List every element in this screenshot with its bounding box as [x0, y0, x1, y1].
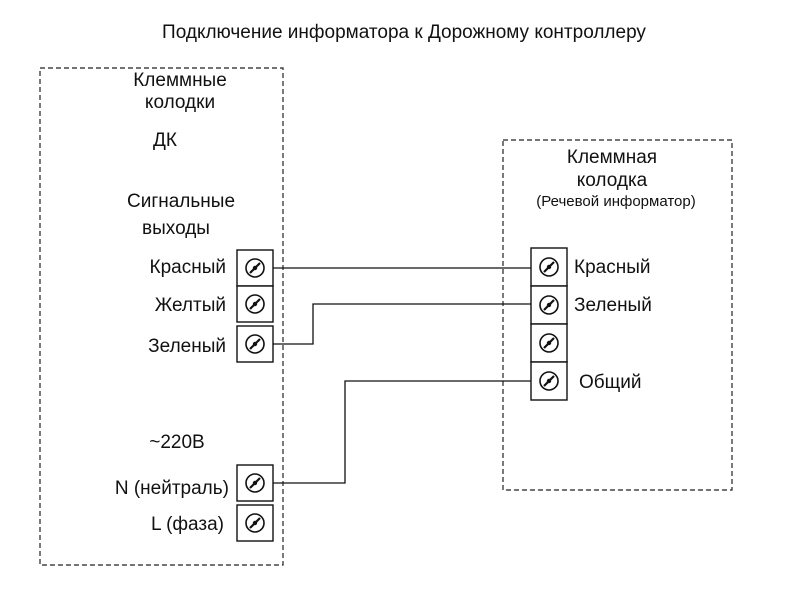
controller-terminal-label-red: Красный	[150, 257, 226, 278]
controller-heading-line3: ДК	[153, 130, 177, 151]
informer-terminal-red	[530, 247, 568, 287]
controller-heading-line2: колодки	[145, 92, 215, 113]
controller-terminal-label-yellow: Желтый	[155, 295, 226, 316]
controller-terminal-yellow	[236, 285, 274, 323]
controller-terminal-green	[236, 325, 274, 363]
informer-terminal-green	[530, 285, 568, 325]
power-terminal-label-neutral: N (нейтраль)	[115, 478, 229, 499]
informer-heading-line1: Клеммная	[567, 147, 657, 168]
informer-terminal-box	[502, 139, 733, 491]
power-terminal-neutral	[236, 464, 274, 502]
power-terminal-phase	[236, 504, 274, 542]
wire-green	[273, 303, 531, 345]
informer-heading-line3: (Речевой информатор)	[536, 193, 695, 210]
informer-terminal-spare	[530, 323, 568, 363]
informer-terminal-common	[530, 361, 568, 401]
controller-terminal-label-green: Зеленый	[148, 336, 226, 357]
controller-terminal-box	[39, 67, 284, 566]
informer-terminal-label-red: Красный	[574, 257, 650, 278]
signal-outputs-line1: Сигнальные	[127, 191, 235, 212]
informer-terminal-label-green: Зеленый	[574, 295, 652, 316]
informer-heading-line2: колодка	[577, 170, 648, 191]
power-label: ~220В	[149, 432, 204, 453]
controller-terminal-red	[236, 249, 274, 287]
wire-neutral-common	[273, 380, 531, 484]
controller-heading-line1: Клеммные	[133, 70, 227, 91]
diagram-title: Подключение информатора к Дорожному конт…	[162, 22, 646, 43]
signal-outputs-line2: выходы	[142, 218, 210, 239]
power-terminal-label-phase: L (фаза)	[151, 514, 224, 535]
informer-terminal-label-common: Общий	[579, 372, 642, 393]
